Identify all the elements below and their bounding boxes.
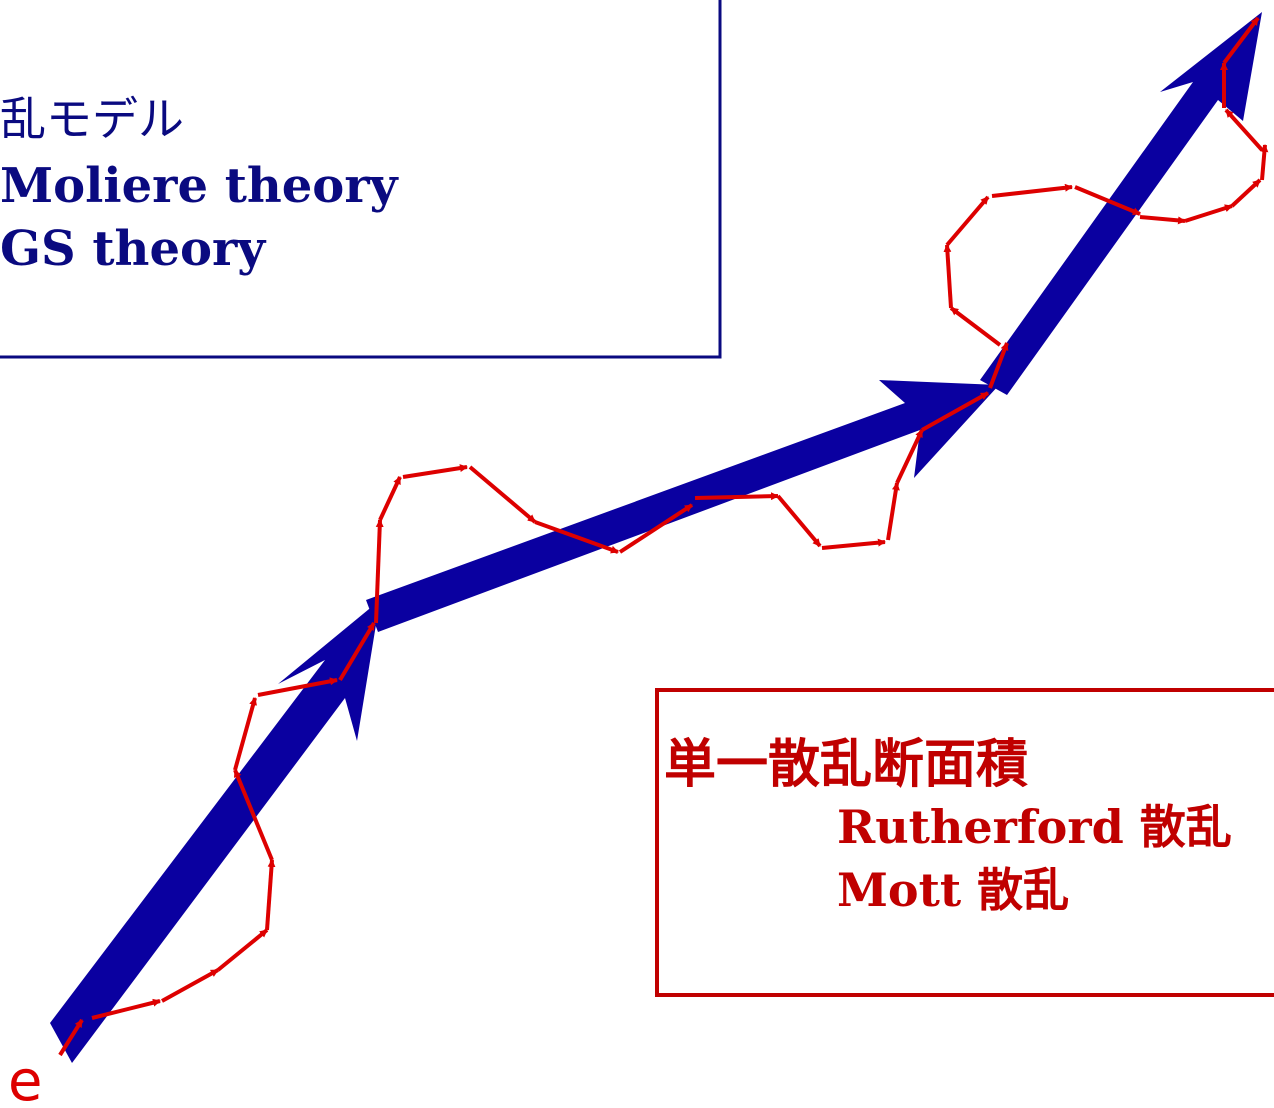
thin-arrow-icon	[1074, 185, 1141, 216]
thin-arrow-icon	[886, 482, 900, 541]
single-scattering-heading: 単一散乱断面積	[664, 735, 1028, 795]
thick-arrow-icon	[366, 380, 999, 632]
thin-arrow-icon	[402, 464, 468, 479]
thin-arrow-icon	[257, 677, 338, 697]
thick-arrow-icon	[980, 12, 1262, 395]
thin-arrow-icon	[1224, 108, 1264, 152]
thin-arrow-icon	[1230, 178, 1262, 208]
mott-scattering-label: Mott 散乱	[837, 863, 1069, 917]
thin-arrow-icon	[233, 769, 274, 861]
single-scattering-path	[58, 16, 1269, 1057]
thin-arrow-icon	[943, 244, 953, 309]
thin-arrow-icon	[776, 494, 822, 548]
thin-arrow-icon	[265, 859, 276, 931]
thin-arrow-icon	[91, 998, 161, 1020]
thin-arrow-icon	[468, 465, 537, 524]
moliere-theory-label: Moliere theory	[0, 158, 400, 214]
multiple-scattering-box	[0, 0, 722, 359]
thin-arrow-icon	[338, 621, 376, 682]
thin-arrow-icon	[1139, 215, 1186, 225]
thin-arrow-icon	[988, 342, 1009, 389]
thin-arrow-icon	[618, 503, 694, 554]
thin-arrow-icon	[945, 195, 990, 247]
thin-arrow-icon	[821, 538, 886, 550]
multiple-scattering-heading: 乱モデル	[0, 92, 184, 146]
thin-arrow-icon	[216, 928, 269, 972]
thin-arrow-icon	[378, 476, 402, 521]
thin-arrow-icon	[694, 492, 779, 501]
thin-arrow-icon	[374, 519, 384, 624]
thin-arrow-icon	[534, 520, 619, 554]
thin-arrow-icon	[58, 1018, 84, 1057]
condensed-path	[50, 12, 1262, 1063]
single-scattering-box	[655, 688, 1274, 997]
thin-arrow-icon	[991, 183, 1073, 198]
rutherford-scattering-label: Rutherford 散乱	[837, 800, 1232, 854]
gs-theory-label: GS theory	[0, 221, 267, 277]
thick-arrow-icon	[50, 600, 380, 1063]
thin-arrow-icon	[1260, 144, 1269, 181]
thin-arrow-icon	[161, 968, 219, 1003]
thin-arrow-icon	[949, 306, 1002, 347]
thin-arrow-icon	[895, 429, 924, 484]
thin-arrow-icon	[1184, 204, 1233, 223]
thin-arrow-icon	[921, 391, 989, 432]
thin-arrow-icon	[1222, 16, 1260, 65]
thin-arrow-icon	[233, 697, 257, 771]
electron-label: e	[8, 1049, 42, 1108]
